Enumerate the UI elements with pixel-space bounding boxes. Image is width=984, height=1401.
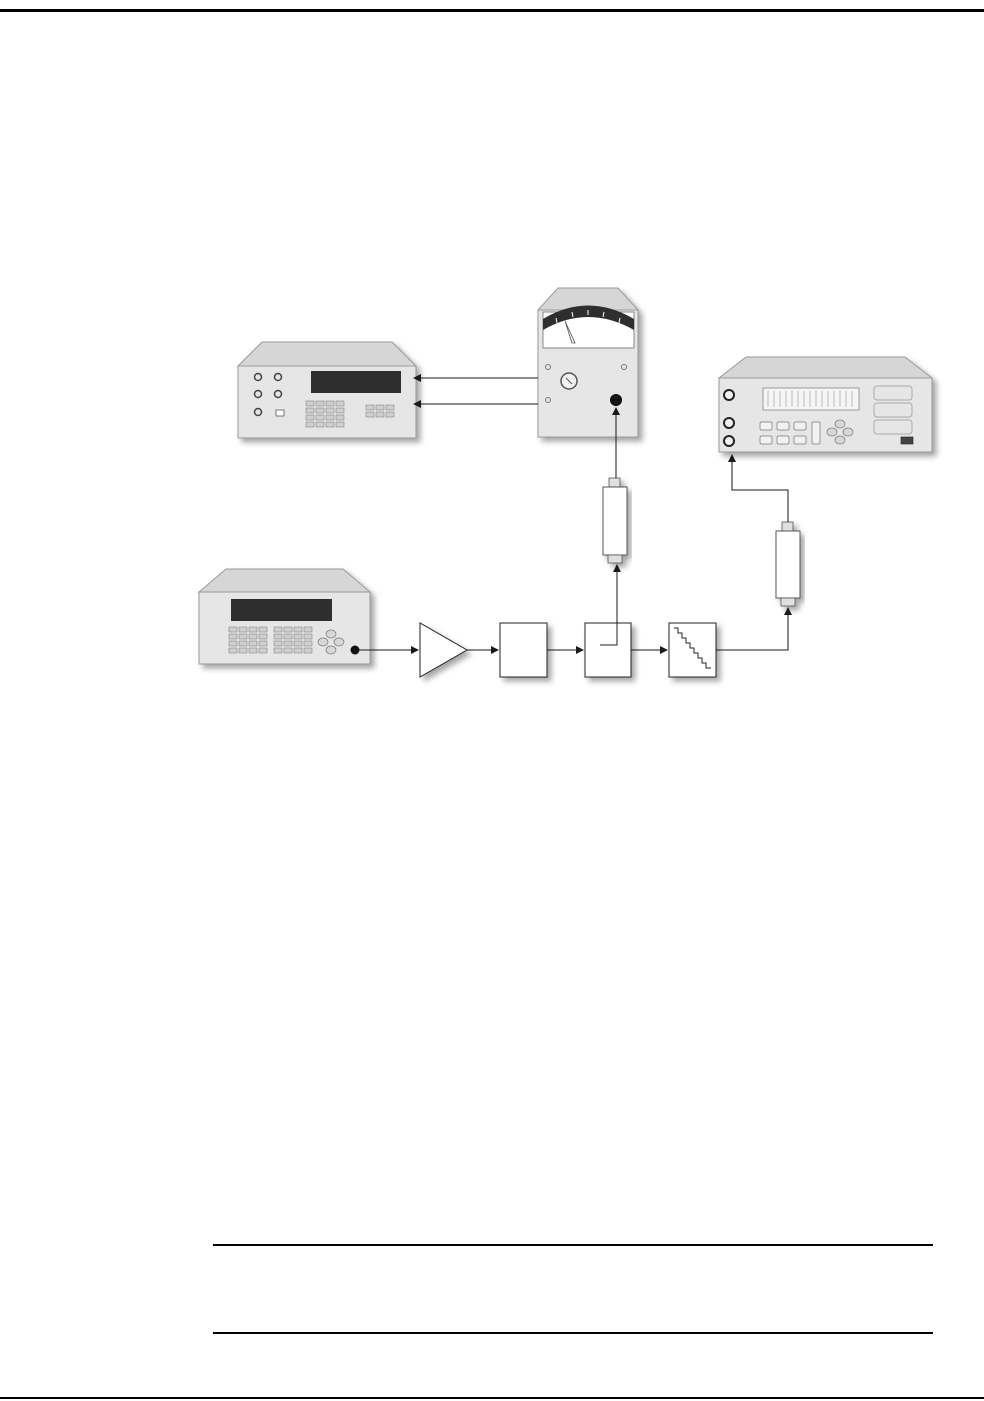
wire-attenuator-to-sensor xyxy=(716,608,788,650)
step-attenuator-icon xyxy=(669,623,716,677)
power-sensor-icon xyxy=(603,478,627,563)
triangle-amplifier-icon xyxy=(420,623,467,677)
square-block-icon xyxy=(500,623,547,677)
wire-sensor-to-analyzer xyxy=(732,455,788,522)
directional-coupler-icon xyxy=(585,623,631,677)
power-sensor-analyzer-icon xyxy=(776,522,800,606)
